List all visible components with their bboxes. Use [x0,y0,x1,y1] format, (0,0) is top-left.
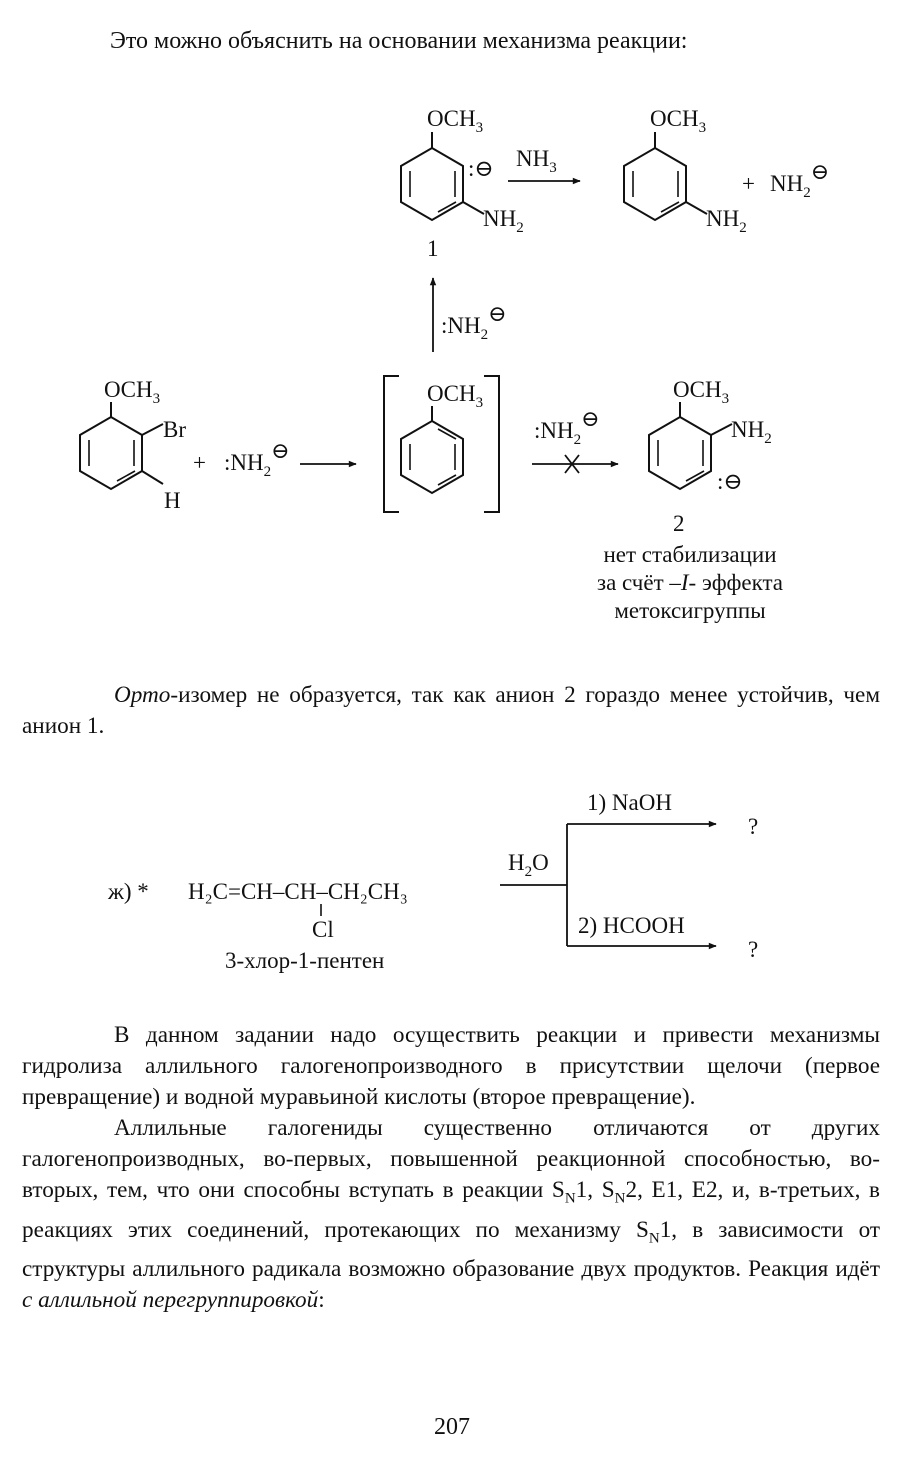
unknown-product-2: ? [748,937,758,962]
note-line-1: нет стабилизации [603,542,777,567]
nh2-label: NH2 [483,206,524,236]
nh3-reagent: NH3 [516,146,557,176]
note-line-3: метоксигруппы [614,598,766,623]
task-label: ж) * [107,879,149,904]
carbanion-charge: :⊖ [468,156,494,181]
chlorine-label: Cl [312,917,334,942]
anion-2-structure: OCH3 NH2 :⊖ 2 [648,377,772,536]
paragraph-allyl-halides: Аллильные галогениды существенно отличаю… [22,1115,880,1314]
amide-reagent: :NH2⊖ [224,438,290,480]
benzyne-och3: OCH3 [427,381,483,411]
water-reagent: H2O [508,850,549,880]
product-structure: OCH3 NH2 [623,106,747,236]
branch-1-label: 1) NaOH [587,790,672,815]
start-och3: OCH3 [104,377,160,407]
ortho-paragraph: Орто-изомер не образуется, так как анион… [22,682,880,739]
amide-reagent-vertical: :NH2⊖ [441,301,507,343]
unknown-product-1: ? [748,814,758,839]
stabilization-note: нет стабилизации за счёт –I- эффекта мет… [540,541,840,625]
anion-2-och3: OCH3 [673,377,729,407]
anion-2-label: 2 [673,511,685,536]
amide-byproduct: NH2⊖ [770,159,829,201]
anion-1-structure: OCH3 :⊖ NH2 1 [400,106,524,261]
benzyne-intermediate: OCH3 [383,375,500,513]
bromoanisole-structure: OCH3 Br H [79,377,186,513]
reaction-scheme: OCH3 :⊖ NH2 1 NH3 OCH3 NH2 + NH2⊖ :NH2⊖ [79,106,829,973]
task-scheme: ж) * H₂C=CH–CH–CH₂CH₃ Cl 3-хлор-1-пентен… [107,790,758,973]
plus-sign: + [742,171,755,196]
page-number: 207 [434,1414,470,1440]
plus-sign-2: + [193,450,206,475]
product-och3: OCH3 [650,106,706,136]
amide-reagent-blocked: :NH2⊖ [534,406,600,448]
note-line-2: за счёт –I- эффекта [597,570,783,595]
paragraph-task-description: В данном задании надо осуществить реакци… [22,1022,880,1110]
anion-2-nh2: NH2 [731,417,772,447]
pentene-formula: H₂C=CH–CH–CH₂CH₃ [188,879,408,904]
hydrogen-label: H [164,488,181,513]
compound-name: 3-хлор-1-пентен [225,948,384,973]
anion-1-label: 1 [427,236,439,261]
anion-2-charge: :⊖ [717,469,743,494]
product-nh2: NH2 [706,206,747,236]
och3-label: OCH3 [427,106,483,136]
bromine-label: Br [163,417,186,442]
intro-line: Это можно объяснить на основании механиз… [110,28,688,54]
branch-2-label: 2) HCOOH [578,913,685,938]
